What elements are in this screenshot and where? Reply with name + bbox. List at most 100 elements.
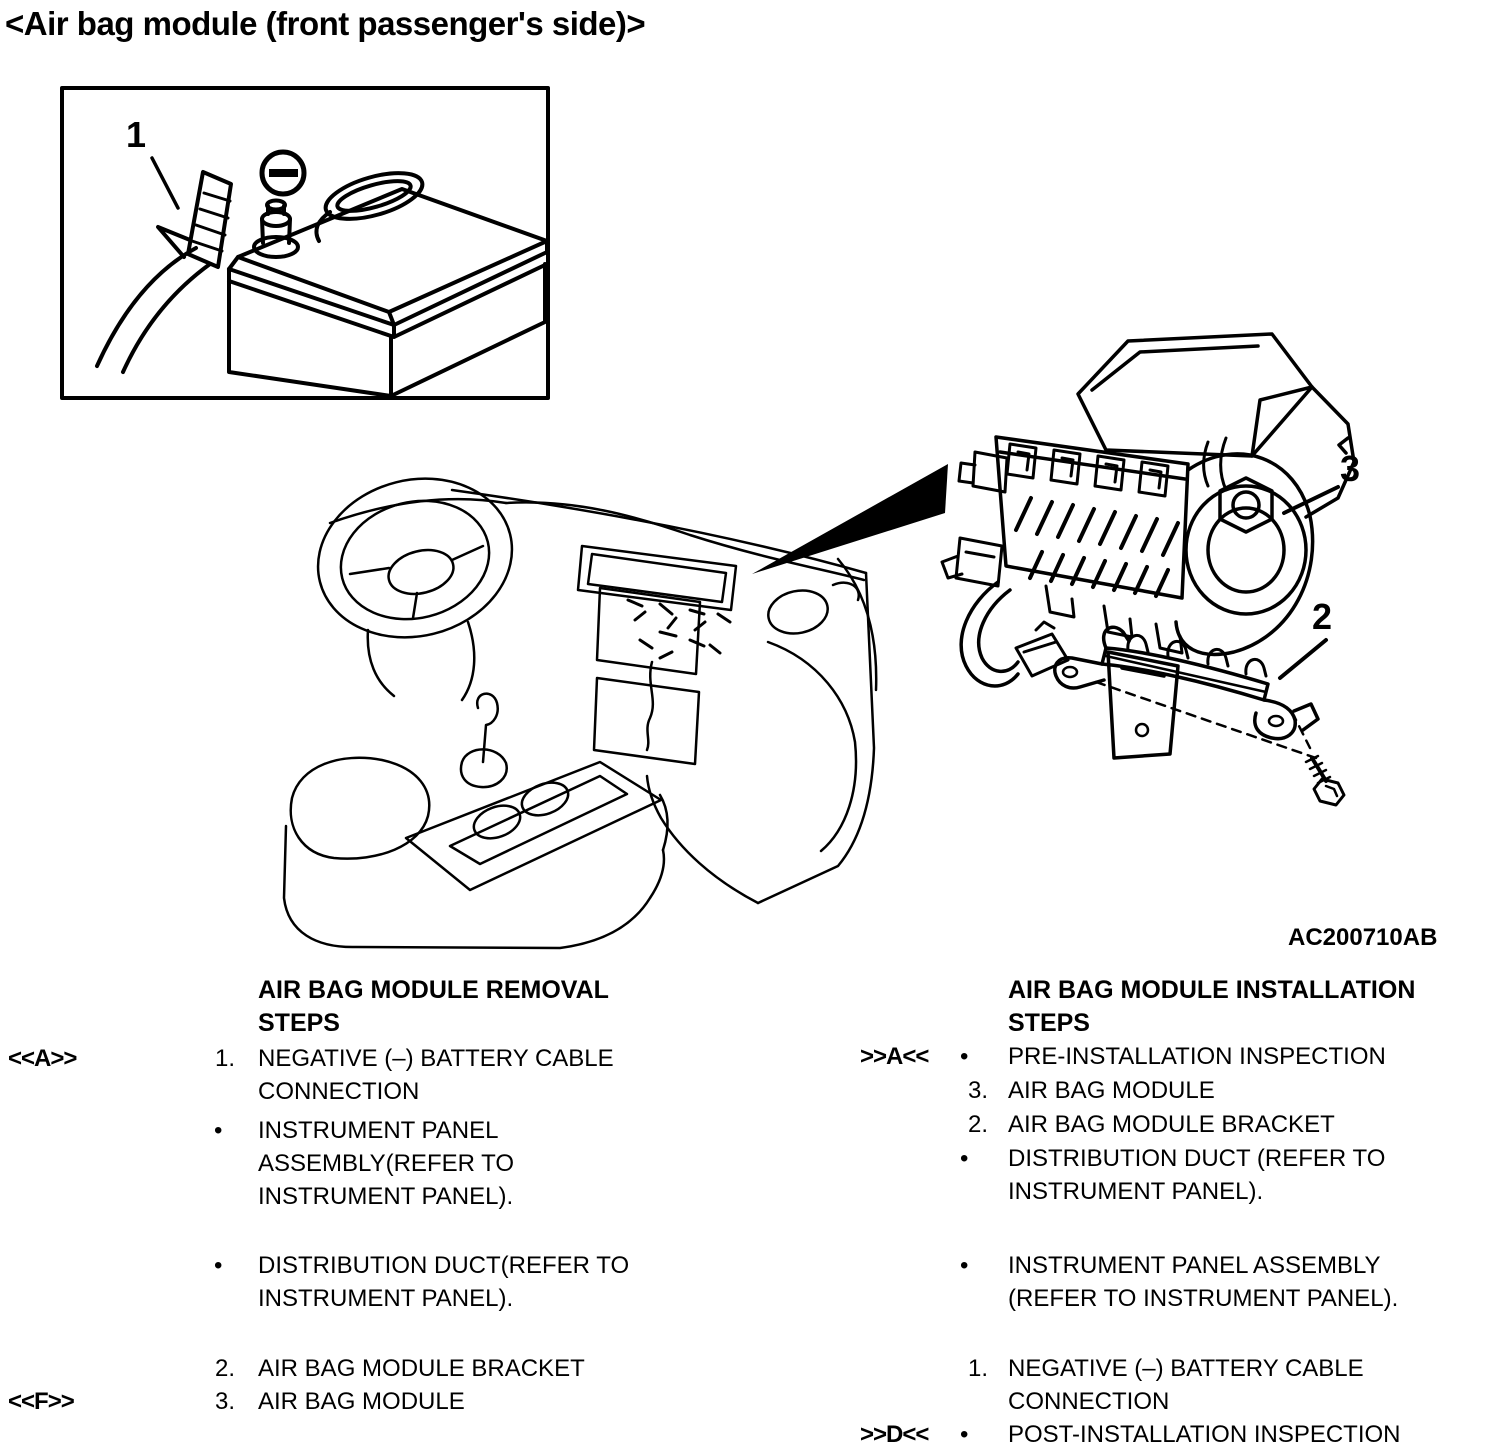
heading-line: STEPS xyxy=(258,1009,340,1037)
step-text: AIR BAG MODULE BRACKET xyxy=(258,1355,585,1382)
dangling-wire xyxy=(645,660,655,752)
pointer-wedge xyxy=(752,464,948,574)
removal-marker-A: <<A>> xyxy=(8,1045,77,1072)
removal-item-bracket: AIR BAG MODULE BRACKET xyxy=(258,1352,585,1385)
console-surface xyxy=(404,760,663,892)
inflator-nut xyxy=(1218,476,1274,534)
callout-bracket: 2 xyxy=(1312,596,1333,637)
installation-heading: AIR BAG MODULE INSTALLATION STEPS xyxy=(1008,974,1415,1040)
battery-body xyxy=(227,262,547,398)
step-text: PRE-INSTALLATION INSPECTION xyxy=(1008,1043,1386,1070)
dash-right-side xyxy=(756,571,876,905)
installation-item-module: AIR BAG MODULE xyxy=(1008,1074,1215,1107)
bullet-icon: • xyxy=(214,1117,223,1144)
step-number: 3. xyxy=(215,1388,236,1415)
windshield-base xyxy=(450,488,868,575)
module-housing xyxy=(994,435,1190,600)
step-number: 1. xyxy=(215,1045,236,1072)
armrest xyxy=(289,756,431,860)
step-text: POST-INSTALLATION INSPECTION xyxy=(1008,1421,1401,1448)
battery-cable xyxy=(95,246,198,368)
installation-item-battery-cable: NEGATIVE (–) BATTERY CABLE CONNECTION xyxy=(1008,1352,1364,1418)
step-text: INSTRUMENT PANEL xyxy=(258,1117,499,1144)
battery-inset-figure xyxy=(60,86,550,400)
step-text: DISTRIBUTION DUCT(REFER TO xyxy=(258,1252,630,1279)
step-text: AIR BAG MODULE BRACKET xyxy=(1008,1111,1335,1138)
installation-item-pre-inspection: PRE-INSTALLATION INSPECTION xyxy=(1008,1040,1386,1073)
installation-marker-D: >>D<< xyxy=(860,1421,929,1448)
installation-item-distribution-duct: DISTRIBUTION DUCT (REFER TO INSTRUMENT P… xyxy=(1008,1142,1385,1208)
installation-item-bracket: AIR BAG MODULE BRACKET xyxy=(1008,1108,1335,1141)
battery-lip xyxy=(227,250,549,339)
figure-code: AC200710AB xyxy=(1288,924,1438,951)
step-number: 2. xyxy=(968,1111,989,1138)
negative-terminal-icon xyxy=(259,149,307,197)
heading-line: AIR BAG MODULE REMOVAL xyxy=(258,976,609,1004)
bolt-alignment-dashes xyxy=(1094,680,1318,760)
harness xyxy=(959,580,1020,688)
shift-lever xyxy=(475,692,499,764)
bullet-icon: • xyxy=(960,1145,969,1172)
removal-marker-F: <<F>> xyxy=(8,1388,75,1415)
step-number: 1. xyxy=(968,1355,989,1382)
removal-item-instrument-panel: INSTRUMENT PANEL ASSEMBLY(REFER TO INSTR… xyxy=(258,1114,514,1213)
side-clip xyxy=(940,536,1004,588)
dashboard-figure xyxy=(282,477,878,950)
cupholder xyxy=(472,804,522,840)
removal-item-module: AIR BAG MODULE xyxy=(258,1385,465,1418)
center-display xyxy=(595,586,702,676)
steering-column xyxy=(366,620,476,702)
callout-1-leader xyxy=(150,156,180,210)
step-text: ASSEMBLY(REFER TO xyxy=(258,1150,515,1177)
battery-handle xyxy=(323,171,425,221)
removal-item-distribution-duct: DISTRIBUTION DUCT(REFER TO INSTRUMENT PA… xyxy=(258,1249,629,1315)
bolt-figure xyxy=(1304,754,1346,807)
step-text: NEGATIVE (–) BATTERY CABLE xyxy=(1008,1355,1364,1382)
harness-connector xyxy=(1014,620,1070,678)
step-text: CONNECTION xyxy=(1008,1388,1170,1415)
callout-battery-cable: 1 xyxy=(126,114,147,155)
bullet-icon: • xyxy=(214,1252,223,1279)
side-clip xyxy=(957,450,1009,494)
exposed-module-detail xyxy=(626,598,732,660)
step-text: AIR BAG MODULE xyxy=(1008,1077,1215,1104)
step-number: 2. xyxy=(215,1355,236,1382)
installation-item-post-inspection: POST-INSTALLATION INSPECTION xyxy=(1008,1418,1401,1451)
bullet-icon: • xyxy=(960,1252,969,1279)
step-text: AIR BAG MODULE xyxy=(258,1388,465,1415)
terminal-base xyxy=(252,235,300,259)
step-text: (REFER TO INSTRUMENT PANEL). xyxy=(1008,1285,1399,1312)
step-text: INSTRUMENT PANEL). xyxy=(258,1285,514,1312)
center-tab xyxy=(1106,650,1180,760)
installation-item-instrument-panel: INSTRUMENT PANEL ASSEMBLY (REFER TO INST… xyxy=(1008,1249,1398,1315)
cable-taped-end xyxy=(186,170,233,269)
airbag-opening xyxy=(576,544,738,612)
step-text: INSTRUMENT PANEL). xyxy=(258,1183,514,1210)
step-text: NEGATIVE (–) BATTERY CABLE xyxy=(258,1045,614,1072)
step-text: CONNECTION xyxy=(258,1078,420,1105)
mounting-hooks xyxy=(1044,584,1184,655)
center-stack xyxy=(592,676,701,766)
heading-line: STEPS xyxy=(1008,1009,1090,1037)
dash-top-edge xyxy=(504,501,866,582)
bullet-icon: • xyxy=(960,1421,969,1448)
step-text: DISTRIBUTION DUCT (REFER TO xyxy=(1008,1145,1386,1172)
page-title: <Air bag module (front passenger's side)… xyxy=(5,5,646,42)
terminal-post xyxy=(265,198,287,212)
vent-slots xyxy=(1014,496,1180,557)
step-number: 3. xyxy=(968,1077,989,1104)
heading-line: AIR BAG MODULE INSTALLATION xyxy=(1008,976,1416,1004)
glovebox xyxy=(766,640,858,853)
steering-wheel xyxy=(316,477,514,639)
bullet-icon: • xyxy=(960,1043,969,1070)
step-text: INSTRUMENT PANEL). xyxy=(1008,1178,1264,1205)
removal-heading: AIR BAG MODULE REMOVAL STEPS xyxy=(258,974,609,1040)
bracket-figure xyxy=(1053,625,1320,741)
removal-item-1: NEGATIVE (–) BATTERY CABLE CONNECTION xyxy=(258,1042,614,1108)
cupholder xyxy=(520,781,570,817)
callout-3-leader xyxy=(1282,485,1340,515)
callout-2-leader xyxy=(1278,638,1328,680)
step-text: INSTRUMENT PANEL ASSEMBLY xyxy=(1008,1252,1381,1279)
